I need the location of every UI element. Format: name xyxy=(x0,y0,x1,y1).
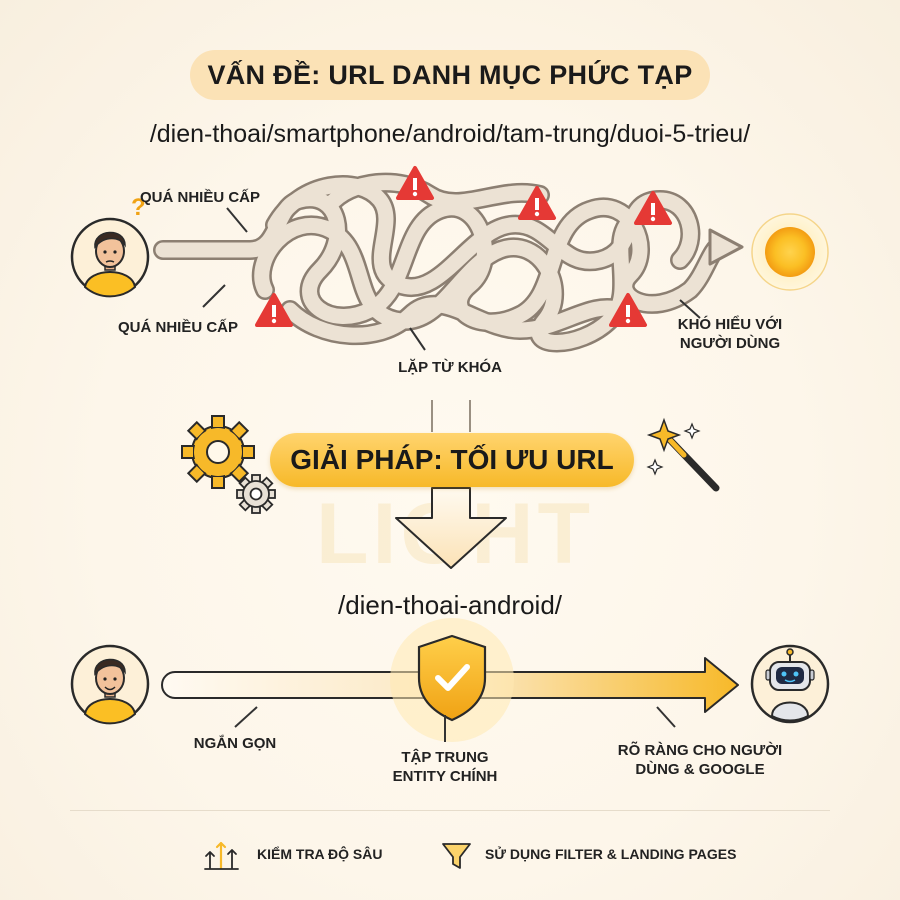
filter-funnel-icon xyxy=(442,843,471,869)
label-keyword-repeat: LẶP TỪ KHÓA xyxy=(398,359,502,376)
problem-url: /dien-thoai/smartphone/android/tam-trung… xyxy=(149,120,751,148)
warning-icon xyxy=(396,166,434,200)
user-icon xyxy=(70,644,150,725)
footer-check-depth: KIỂM TRA ĐỘ SÂU xyxy=(257,846,383,862)
robot-icon xyxy=(750,644,830,724)
gear-icon xyxy=(236,474,276,514)
label-hard-line2: NGƯỜI DÙNG xyxy=(679,335,781,352)
confused-user-icon xyxy=(70,217,150,298)
label-too-many-levels-bottom: QUÁ NHIỀU CẤP xyxy=(118,319,239,336)
magic-wand-icon xyxy=(646,417,720,492)
solution-title: GIẢI PHÁP: TỐI ƯU URL xyxy=(270,433,634,487)
warning-icon xyxy=(518,186,556,220)
depth-arrows-icon xyxy=(204,841,239,870)
footer-divider xyxy=(70,810,830,811)
shield-check-icon xyxy=(417,634,487,722)
gear-icon xyxy=(181,415,255,489)
label-clear-for-users: RÕ RÀNG CHO NGƯỜI DÙNG & GOOGLE xyxy=(590,741,810,779)
warning-icon xyxy=(634,191,672,225)
sun-goal-icon xyxy=(751,213,829,291)
label-focus-line2: ENTITY CHÍNH xyxy=(392,768,498,785)
label-focus-line1: TẬP TRUNG xyxy=(401,749,489,766)
label-clear-line1: RÕ RÀNG CHO NGƯỜI xyxy=(617,742,783,759)
footer-use-filter: SỬ DỤNG FILTER & LANDING PAGES xyxy=(485,846,737,862)
warning-icon xyxy=(609,293,647,327)
label-clear-line2: DÙNG & GOOGLE xyxy=(635,761,765,778)
down-arrow xyxy=(395,487,507,569)
question-mark-icon: ? xyxy=(131,194,146,221)
solution-url: /dien-thoai-android/ xyxy=(337,590,563,620)
warning-icon xyxy=(255,293,293,327)
label-focus-entity: TẬP TRUNG ENTITY CHÍNH xyxy=(370,748,520,786)
label-hard-to-understand: KHÓ HIỂU VỚI NGƯỜI DÙNG xyxy=(655,315,805,353)
label-too-many-levels-top: QUÁ NHIỀU CẤP xyxy=(140,189,261,206)
leader-lines xyxy=(202,207,701,351)
label-hard-line1: KHÓ HIỂU VỚI xyxy=(677,316,783,333)
problem-title: VẤN ĐỀ: URL DANH MỤC PHỨC TẠP xyxy=(190,50,710,100)
label-short: NGẮN GỌN xyxy=(193,735,277,752)
